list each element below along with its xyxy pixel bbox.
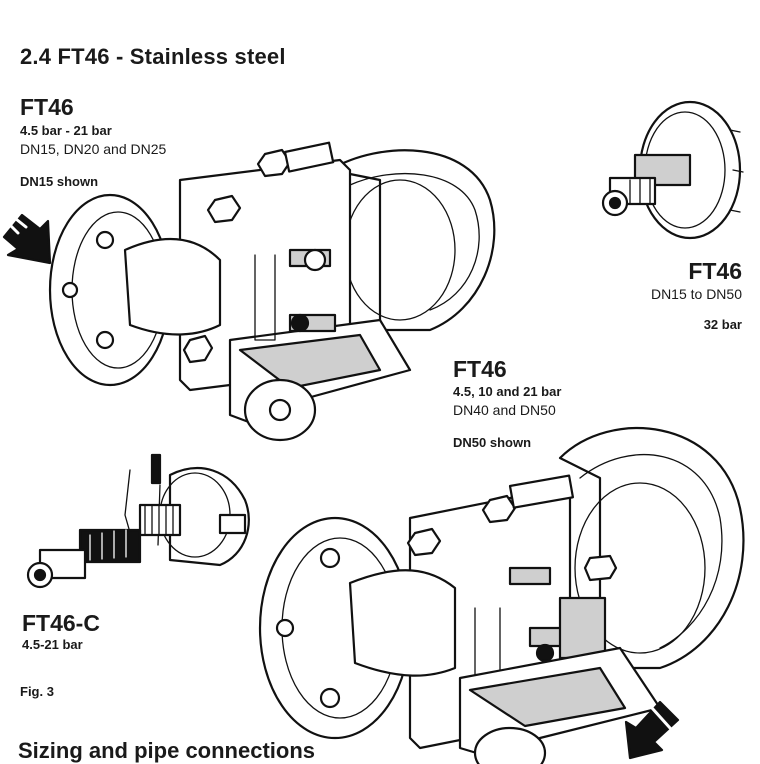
variant-c-pressure: 4.5-21 bar [22, 637, 83, 652]
variant-insert-pressure: 32 bar [703, 317, 742, 333]
variant-small-label: FT46 4.5 bar - 21 bar DN15, DN20 and DN2… [20, 96, 166, 191]
variant-insert-label: FT46 DN15 to DN50 32 bar [651, 260, 742, 334]
variant-large-label: FT46 4.5, 10 and 21 bar DN40 and DN50 DN… [453, 358, 561, 452]
variant-large-sizes: DN40 and DN50 [453, 401, 556, 418]
variant-c-model: FT46-C [22, 610, 100, 636]
variant-small-model: FT46 [20, 94, 74, 120]
variant-small-sizes: DN15, DN20 and DN25 [20, 140, 167, 157]
inlet-flow-arrow-icon [0, 209, 52, 265]
variant-small-shown: DN15 shown [20, 174, 99, 190]
variant-insert-sizes: DN15 to DN50 [650, 286, 742, 302]
thermostat-insert-illustration [601, 100, 744, 240]
outlet-flow-arrow-icon [624, 698, 682, 760]
next-section-heading: Sizing and pipe connections [18, 738, 316, 763]
ft46-dn15-cutaway-illustration [48, 141, 496, 442]
section-title: 2.4 FT46 - Stainless steel [20, 44, 286, 69]
ft46-dn50-cutaway-illustration [258, 427, 745, 764]
ft46-c-detail-illustration [26, 453, 250, 589]
variant-large-shown: DN50 shown [453, 435, 532, 451]
variant-large-pressure: 4.5, 10 and 21 bar [453, 384, 562, 399]
variant-large-model: FT46 [453, 356, 507, 382]
figure-label: Fig. 3 [20, 684, 54, 699]
variant-c-label: FT46-C 4.5-21 bar [22, 612, 100, 654]
variant-small-pressure: 4.5 bar - 21 bar [20, 123, 112, 138]
variant-insert-model: FT46 [688, 258, 742, 284]
